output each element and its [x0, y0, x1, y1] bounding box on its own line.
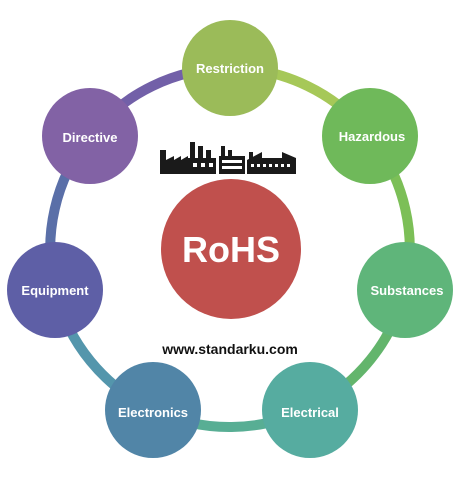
- node-directive: Directive: [42, 88, 138, 184]
- node-label: Restriction: [196, 61, 264, 76]
- node-label: Electrical: [281, 405, 339, 420]
- node-circle: [322, 88, 418, 184]
- node-electrical: Electrical: [262, 362, 358, 458]
- center-node: RoHS: [161, 179, 301, 319]
- node-electronics: Electronics: [105, 362, 201, 458]
- center-label: RoHS: [182, 229, 280, 270]
- factory-icon: [160, 142, 296, 174]
- node-label: Hazardous: [339, 129, 405, 144]
- node-label: Substances: [371, 283, 444, 298]
- node-circle: [105, 362, 201, 458]
- center-circle: [161, 179, 301, 319]
- node-substances: Substances: [357, 242, 453, 338]
- node-label: Electronics: [118, 405, 188, 420]
- node-equipment: Equipment: [7, 242, 103, 338]
- node-circle: [182, 20, 278, 116]
- node-circle: [262, 362, 358, 458]
- node-restriction: Restriction: [182, 20, 278, 116]
- node-hazardous: Hazardous: [322, 88, 418, 184]
- node-label: Equipment: [21, 283, 89, 298]
- node-circle: [7, 242, 103, 338]
- node-label: Directive: [63, 130, 118, 145]
- website-url: www.standarku.com: [161, 341, 298, 357]
- node-circle: [357, 242, 453, 338]
- node-circle: [42, 88, 138, 184]
